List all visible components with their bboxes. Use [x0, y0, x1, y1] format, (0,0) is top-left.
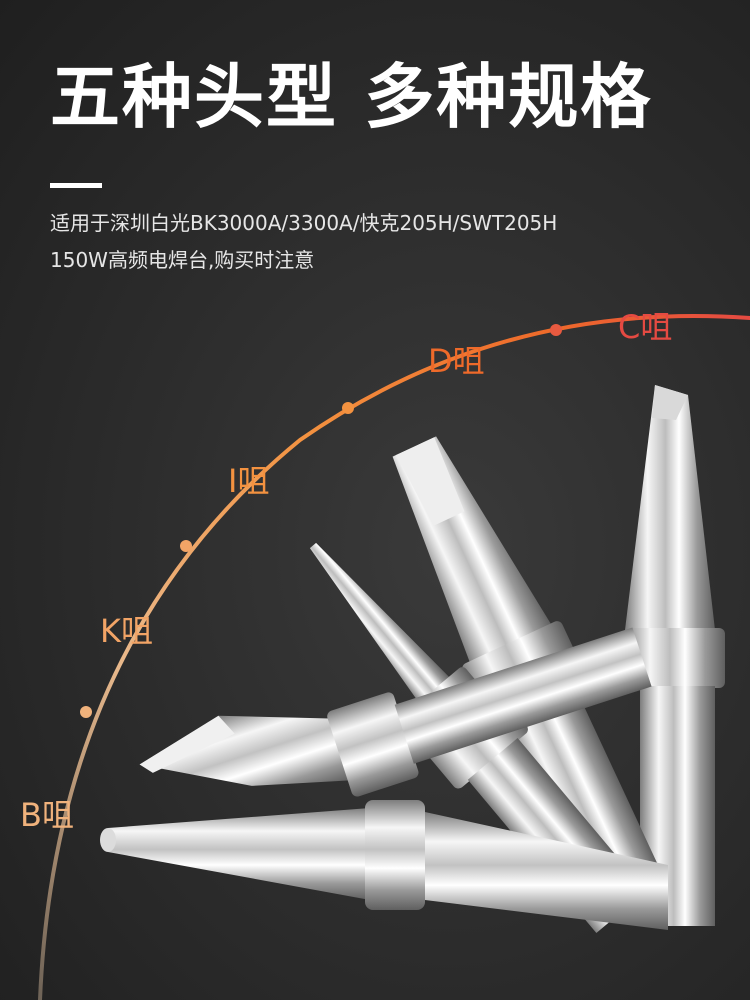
tip-k-illustration [139, 627, 652, 797]
tip-label-d: D咀 [428, 342, 485, 380]
arc-dot [550, 324, 562, 336]
tip-label-b: B咀 [20, 796, 74, 834]
arc-dot [80, 706, 92, 718]
arc-dot [342, 402, 354, 414]
title-divider [50, 183, 102, 188]
arc-line [38, 313, 750, 1000]
tip-label-k: K咀 [100, 612, 153, 650]
compatibility-text-line2: 150W高频电焊台,购买时注意 [50, 248, 315, 272]
tip-b-illustration [100, 800, 668, 930]
compatibility-text-line1: 适用于深圳白光BK3000A/3300A/快克205H/SWT205H [50, 211, 558, 235]
arc-dot [180, 540, 192, 552]
page-title: 五种头型 多种规格 [50, 56, 653, 138]
tip-label-c: C咀 [618, 308, 672, 346]
tip-label-i: I咀 [228, 462, 269, 500]
